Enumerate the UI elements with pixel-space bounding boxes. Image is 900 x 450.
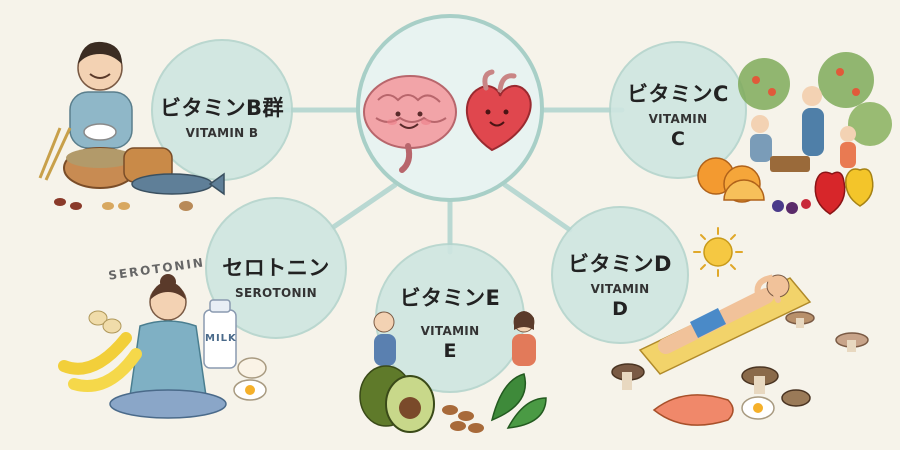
connector-d: [502, 182, 573, 233]
vitamin-b-label: ビタミンB群 VITAMIN B: [152, 92, 292, 140]
vitamin-e-en: VITAMIN: [420, 324, 480, 338]
serotonin-jp: セロトニン: [222, 256, 330, 280]
vitamin-d-jp: ビタミンD: [568, 252, 672, 276]
vitamin-e-label: ビタミンE VITAMIN E: [380, 282, 520, 362]
serotonin-label: セロトニン SEROTONIN: [206, 252, 346, 300]
kneeling-head: [751, 115, 769, 133]
vitamin-d-illustration: [611, 227, 869, 426]
connector-serotonin: [329, 182, 398, 231]
vitamin-d-en: VITAMIN: [590, 282, 650, 296]
sun-icon: [693, 227, 743, 277]
vitamin-b-en: VITAMIN B: [185, 126, 259, 140]
vitamin-b-illustration: [38, 41, 225, 211]
salmon: [652, 394, 734, 426]
vitamin-e-jp: ビタミンE: [399, 286, 501, 310]
vitamin-c-illustration: [697, 52, 892, 215]
milk-label: MILK: [205, 333, 237, 344]
adult-head: [802, 86, 822, 106]
man-head: [373, 311, 395, 333]
circle-serotonin: [205, 197, 347, 339]
vitamin-e-letter: E: [443, 340, 457, 362]
vitamin-c-en: VITAMIN: [648, 112, 708, 126]
brain-icon: [363, 75, 457, 173]
circle-vitamin-c: [609, 41, 747, 179]
vitamin-d-label: ビタミンD VITAMIN D: [550, 248, 690, 320]
vitamin-b-jp: ビタミンB群: [159, 96, 284, 120]
vitamin-d-letter: D: [612, 298, 628, 320]
connectors: [282, 107, 625, 255]
vitamin-c-letter: C: [671, 128, 685, 150]
circle-vitamin-d: [551, 206, 689, 344]
vitamin-c-jp: ビタミンC: [627, 82, 729, 106]
heart-icon: [465, 69, 532, 152]
child-head: [840, 126, 856, 142]
serotonin-illustration: [58, 274, 267, 419]
serotonin-en: SEROTONIN: [235, 286, 317, 300]
vitamin-c-label: ビタミンC VITAMIN C: [608, 78, 748, 150]
vitamin-e-illustration: [359, 311, 547, 433]
